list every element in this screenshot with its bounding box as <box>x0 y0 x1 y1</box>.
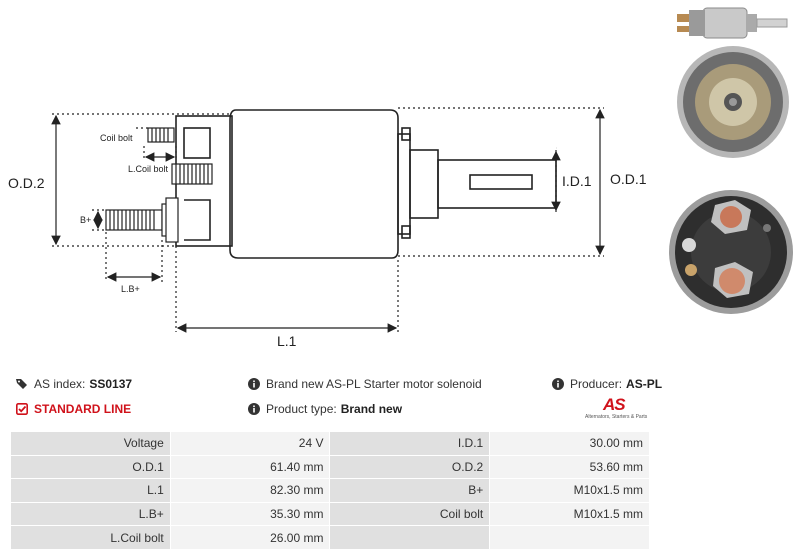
spec-value: M10x1.5 mm <box>489 501 650 527</box>
spec-label: L.B+ <box>10 501 171 527</box>
bplus-thread <box>105 197 179 243</box>
spec-label: L.1 <box>10 478 171 503</box>
tag-icon <box>16 379 27 389</box>
producer-label: Producer: <box>570 377 623 391</box>
producer-value: AS-PL <box>626 377 663 391</box>
l-coil-bolt-label: L.Coil bolt <box>128 164 169 174</box>
product-type-label: Product type: <box>266 402 337 416</box>
product-type-row: Product type: Brand new <box>248 402 402 416</box>
spec-value: 35.30 mm <box>169 501 331 527</box>
checkbox-checked-icon <box>16 403 28 415</box>
logo-subtitle: Alternators, Starters & Parts <box>585 414 648 420</box>
l1-label: L.1 <box>277 333 297 349</box>
description-row: Brand new AS-PL Starter motor solenoid <box>248 377 482 391</box>
bplus-label: B+ <box>80 215 91 225</box>
spec-label: Coil bolt <box>329 501 491 527</box>
spec-value: 53.60 mm <box>489 454 650 480</box>
solenoid-body-outline <box>175 109 557 259</box>
info-icon <box>552 378 564 390</box>
lb-label: L.B+ <box>121 284 140 294</box>
od2-label: O.D.2 <box>8 175 45 191</box>
info-icon <box>248 378 260 390</box>
producer-row: Producer: AS-PL <box>552 377 662 391</box>
id1-label: I.D.1 <box>562 173 592 189</box>
rear-view-photo <box>677 46 789 158</box>
coil-bolt-thread <box>147 127 175 143</box>
spec-value: 30.00 mm <box>489 431 650 456</box>
spec-label: Voltage <box>10 431 171 456</box>
as-pl-logo: AS Alternators, Starters & Parts <box>585 395 651 423</box>
coil-bolt-label: Coil bolt <box>100 133 133 143</box>
spec-label: O.D.2 <box>329 454 491 480</box>
as-index-row: AS index: SS0137 <box>16 377 132 391</box>
spec-label: I.D.1 <box>329 431 491 456</box>
description-text: Brand new AS-PL Starter motor solenoid <box>266 377 482 391</box>
spec-value: 26.00 mm <box>169 525 331 550</box>
product-photos <box>669 7 793 314</box>
spec-value: 61.40 mm <box>169 454 331 480</box>
as-index-value: SS0137 <box>89 377 133 391</box>
info-icon <box>248 403 260 415</box>
standard-line-text: STANDARD LINE <box>34 402 132 416</box>
spec-value: 24 V <box>169 431 331 456</box>
spec-label: O.D.1 <box>10 454 171 480</box>
spec-value <box>489 525 650 550</box>
terminal-view-photo <box>669 190 793 314</box>
product-type-value: Brand new <box>340 402 403 416</box>
logo-text: AS <box>603 395 626 414</box>
spec-label <box>329 525 491 550</box>
solenoid-technical-drawing: O.D.2 O.D.1 I.D.1 L.1 L.B+ B+ Coil bolt … <box>8 107 647 349</box>
od1-label: O.D.1 <box>610 171 647 187</box>
as-index-label: AS index: <box>34 377 86 391</box>
spec-value: M10x1.5 mm <box>489 478 650 503</box>
spec-label: B+ <box>329 478 491 503</box>
spec-label: L.Coil bolt <box>10 525 171 550</box>
spec-value: 82.30 mm <box>169 478 331 503</box>
side-view-photo <box>677 7 788 39</box>
standard-line-row: STANDARD LINE <box>16 402 131 416</box>
